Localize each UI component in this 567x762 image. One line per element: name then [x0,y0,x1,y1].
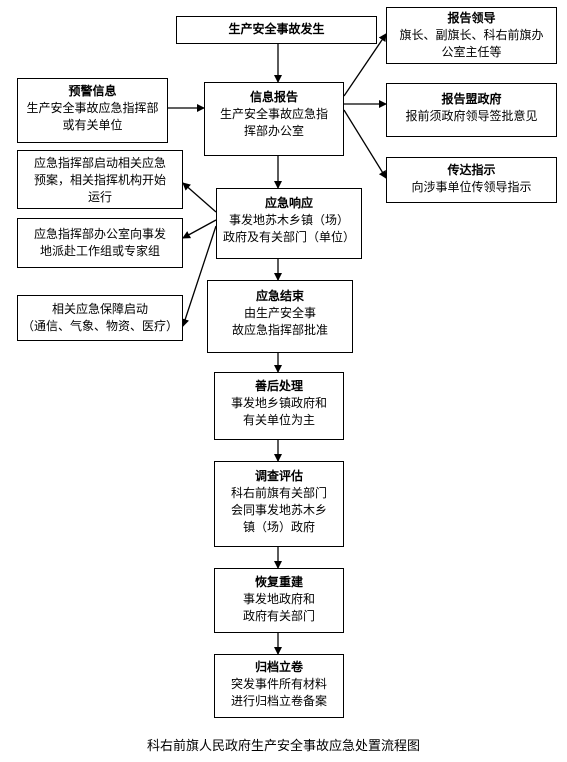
left-3-line-1: 相关应急保障启动 [51,302,148,316]
arrow-response-to-left2 [182,219,217,239]
rebuild-box: 恢复重建 事发地政府和 政府有关部门 [214,568,344,633]
investigate-line-1: 科右前旗有关部门 [230,486,327,500]
investigate-line-3: 镇（场）政府 [242,520,315,534]
left-box-2: 应急指挥部办公室向事发 地派赴工作组或专家组 [17,218,183,268]
report-leader-box: 报告领导 旗长、副旗长、科右前旗办 公室主任等 [386,7,557,64]
rebuild-title: 恢复重建 [254,575,303,589]
report-league-line-1: 报前须政府领导签批意见 [405,109,538,123]
aftermath-line-2: 有关单位为主 [242,413,315,427]
start-title: 生产安全事故发生 [228,22,325,36]
report-league-title: 报告盟政府 [441,92,502,106]
left-1-line-3: 运行 [87,190,112,204]
report-info-line-2: 挥部办公室 [243,124,304,138]
left-1-line-2: 预案，相关指挥机构开始 [33,173,166,187]
left-box-1: 应急指挥部启动相关应急 预案，相关指挥机构开始 运行 [17,150,183,209]
convey-line-1: 向涉事单位传领导指示 [411,180,532,194]
warning-title: 预警信息 [68,84,117,98]
rebuild-line-2: 政府有关部门 [242,609,315,623]
end-line-1: 由生产安全事 [243,306,316,320]
warning-box: 预警信息 生产安全事故应急指挥部 或有关单位 [17,78,168,143]
arrow-response-to-left1 [182,182,217,213]
report-leader-line-2: 公室主任等 [441,45,502,59]
aftermath-box: 善后处理 事发地乡镇政府和 有关单位为主 [214,372,344,440]
left-1-line-1: 应急指挥部启动相关应急 [33,156,166,170]
convey-box: 传达指示 向涉事单位传领导指示 [386,157,557,203]
report-leader-title: 报告领导 [447,11,496,25]
investigate-box: 调查评估 科右前旗有关部门 会同事发地苏木乡 镇（场）政府 [214,461,344,547]
aftermath-line-1: 事发地乡镇政府和 [230,396,327,410]
rebuild-line-1: 事发地政府和 [242,592,315,606]
start-box: 生产安全事故发生 [176,16,377,44]
left-3-line-2: （通信、气象、物资、医疗） [21,319,178,333]
arrow-report-to-convey [343,109,387,179]
response-box: 应急响应 事发地苏木乡镇（场） 政府及有关部门（单位） [216,188,362,259]
report-leader-line-1: 旗长、副旗长、科右前旗办 [399,28,544,42]
left-2-line-1: 应急指挥部办公室向事发 [33,227,166,241]
archive-line-2: 进行归档立卷备案 [230,694,327,708]
end-title: 应急结束 [255,289,304,303]
archive-title: 归档立卷 [254,660,303,674]
arrow-report-to-leader [343,33,387,97]
investigate-title: 调查评估 [254,469,303,483]
report-info-title: 信息报告 [249,90,298,104]
left-2-line-2: 地派赴工作组或专家组 [39,244,160,258]
report-info-box: 信息报告 生产安全事故应急指 挥部办公室 [204,82,344,156]
archive-box: 归档立卷 突发事件所有材料 进行归档立卷备案 [214,654,344,718]
end-line-2: 故应急指挥部批准 [231,323,328,337]
end-box: 应急结束 由生产安全事 故应急指挥部批准 [207,280,353,353]
report-league-box: 报告盟政府 报前须政府领导签批意见 [386,83,557,137]
response-line-1: 事发地苏木乡镇（场） [228,213,349,227]
arrow-response-to-left3 [181,225,217,327]
warning-line-1: 生产安全事故应急指挥部 [26,101,159,115]
left-box-3: 相关应急保障启动 （通信、气象、物资、医疗） [17,295,183,341]
archive-line-1: 突发事件所有材料 [230,677,327,691]
report-info-line-1: 生产安全事故应急指 [219,107,328,121]
aftermath-title: 善后处理 [254,379,303,393]
response-title: 应急响应 [264,196,313,210]
investigate-line-2: 会同事发地苏木乡 [230,503,327,517]
figure-caption: 科右前旗人民政府生产安全事故应急处置流程图 [146,739,420,754]
convey-title: 传达指示 [447,163,496,177]
warning-line-2: 或有关单位 [62,118,123,132]
response-line-2: 政府及有关部门（单位） [222,230,355,244]
